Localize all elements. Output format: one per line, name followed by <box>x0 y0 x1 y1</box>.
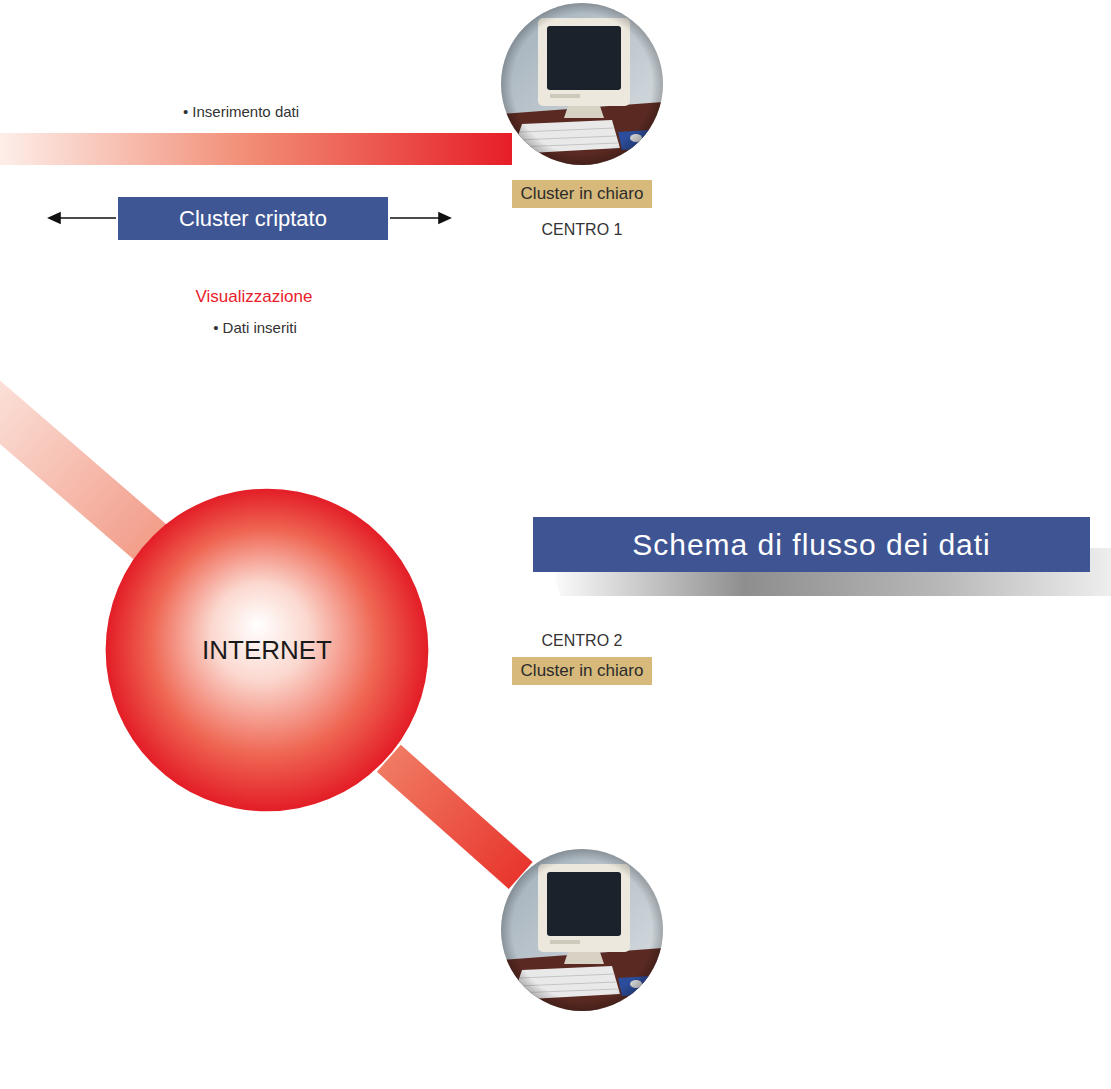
cluster-label-box: Cluster in chiaro <box>512 657 653 685</box>
cluster-label-box: Cluster in chiaro <box>512 180 653 208</box>
flow-note: • Inserimento dati <box>183 103 299 120</box>
computer-picture <box>500 2 664 166</box>
center-node: Cluster in chiaroCENTRO 1 <box>498 0 666 250</box>
cluster-box: Cluster criptato <box>118 197 388 240</box>
center-name: CENTRO 1 <box>542 221 623 239</box>
internet-circle: INTERNET <box>104 487 430 813</box>
computer-picture <box>500 848 664 1012</box>
title-box: Schema di flusso dei dati <box>533 517 1090 572</box>
data-band <box>0 133 512 165</box>
title-text: Schema di flusso dei dati <box>632 528 991 562</box>
flow-note: • Dati inseriti <box>213 319 297 336</box>
center-name: CENTRO 2 <box>542 632 623 650</box>
data-band <box>389 758 521 875</box>
center-node: CENTRO 2 Cluster in chiaro <box>498 632 666 1012</box>
flow-note: Visualizzazione <box>196 287 313 307</box>
circle-text: INTERNET <box>202 635 332 666</box>
box-text: Cluster criptato <box>179 206 327 232</box>
